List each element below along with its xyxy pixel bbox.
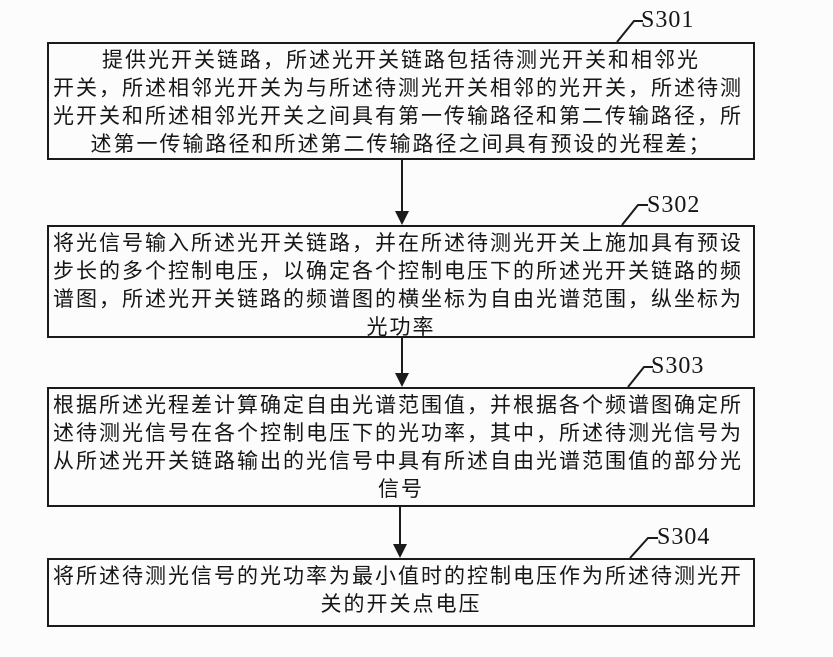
step-text-line: 光功率 (366, 315, 436, 339)
flow-step-s304: 将所述待测光信号的光功率为最小值时的控制电压作为所述待测光开 关的开关点电压 (47, 558, 755, 627)
step-text-line: 提供光开关链路，所述光开关链路包括待测光开关和相邻光 (102, 48, 700, 72)
step-label-s303: S303 (651, 353, 705, 379)
step-text-line: 从所述光开关链路输出的光信号中具有所述自由光谱范围值的部分光 (53, 449, 743, 473)
flow-step-s301: 提供光开关链路，所述光开关链路包括待测光开关和相邻光 开关，所述相邻光开关为与所… (47, 42, 755, 160)
leader-line-s303 (627, 366, 653, 388)
step-text-line: 将光信号输入所述光开关链路，并在所述待测光开关上施加具有预设 (53, 231, 743, 255)
step-label-s301: S301 (641, 7, 695, 33)
flow-step-s302: 将光信号输入所述光开关链路，并在所述待测光开关上施加具有预设 步长的多个控制电压… (47, 225, 755, 339)
step-text-line: 关的开关点电压 (320, 592, 482, 616)
leader-line-s304 (629, 537, 658, 559)
step-text-line: 信号 (378, 477, 424, 501)
leader-line-s302 (621, 204, 648, 226)
leader-line-s301 (616, 20, 643, 43)
flow-step-s303: 根据所述光程差计算确定自由光谱范围值，并根据各个频谱图确定所 述待测光信号在各个… (47, 387, 755, 507)
step-label-s302: S302 (647, 192, 701, 218)
step-text-line: 将所述待测光信号的光功率为最小值时的控制电压作为所述待测光开 (53, 564, 743, 588)
step-text-line: 谱图，所述光开关链路的频谱图的横坐标为自由光谱范围，纵坐标为 (53, 287, 743, 311)
step-text-line: 述待测光信号在各个控制电压下的光功率，其中，所述待测光信号为 (53, 421, 743, 445)
step-text-line: 开关，所述相邻光开关为与所述待测光开关相邻的光开关，所述待测 (53, 76, 743, 100)
step-text-line: 根据所述光程差计算确定自由光谱范围值，并根据各个频谱图确定所 (53, 393, 743, 417)
flow-arrow-1-head (395, 211, 409, 225)
step-text-line: 述第一传输路径和所述第二传输路径之间具有预设的光程差； (90, 132, 712, 156)
step-label-s304: S304 (657, 524, 711, 550)
step-text-line: 步长的多个控制电压，以确定各个控制电压下的所述光开关链路的频 (53, 259, 743, 283)
step-text-line: 光开关和所述相邻光开关之间具有第一传输路径和第二传输路径，所 (53, 104, 743, 128)
flow-arrow-2-head (395, 373, 409, 387)
flow-arrow-3-head (393, 544, 407, 558)
